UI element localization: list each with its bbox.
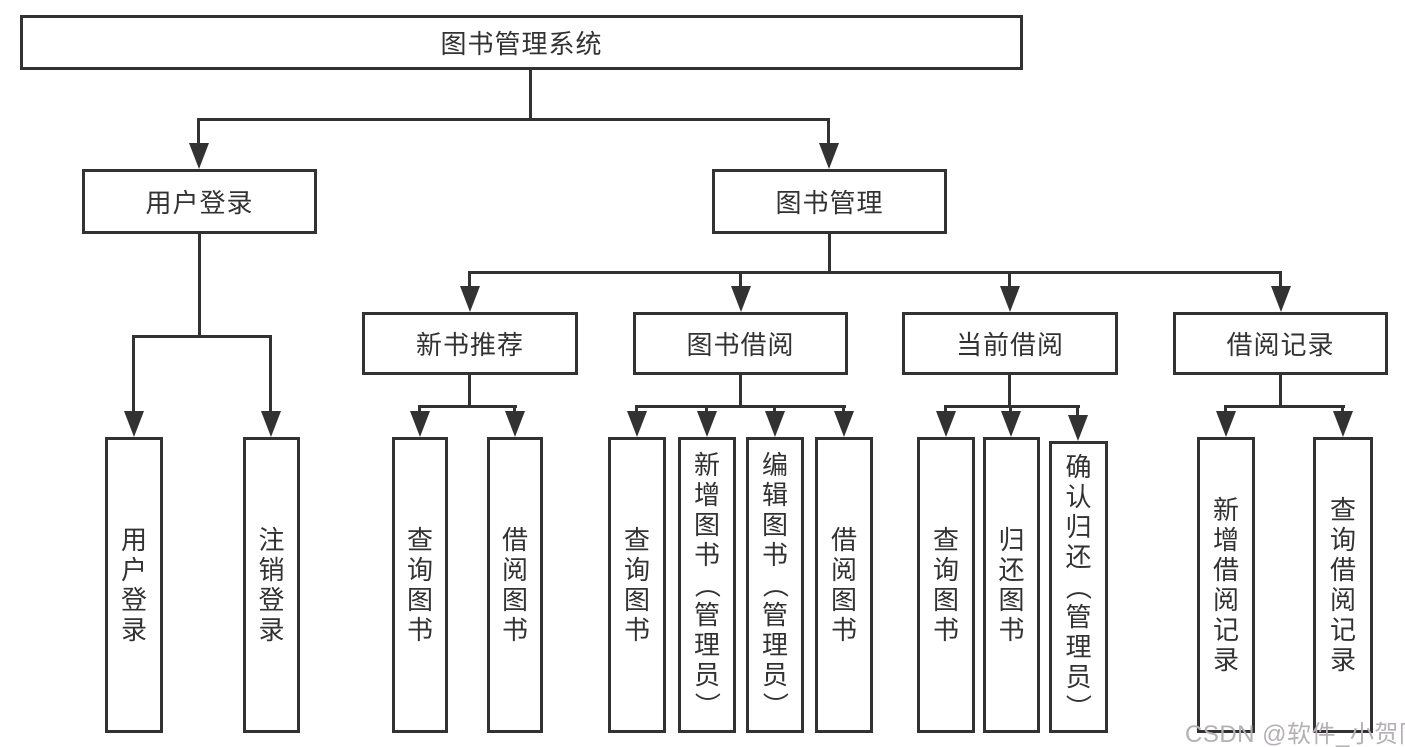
connector-vline (1279, 375, 1282, 407)
node-label: 新书推荐 (415, 330, 524, 360)
node-label: 查询图书 (406, 525, 433, 645)
watermark: CSDN @软件_小贺同学 (1185, 721, 1405, 747)
connector-vline (468, 375, 471, 407)
connector-vline (827, 118, 830, 145)
arrowhead-down (1001, 411, 1021, 437)
node-label: 借阅图书 (501, 525, 528, 645)
node-bor-query-books: 查询图书 (608, 437, 666, 733)
connector-vline (1341, 405, 1344, 413)
connector-vline (197, 118, 200, 145)
connector-hline (1224, 405, 1345, 408)
connector-hline (132, 335, 272, 338)
connector-vline (739, 375, 742, 407)
arrowhead-down (1068, 415, 1088, 441)
node-library-system-root: 图书管理系统 (20, 15, 1023, 70)
node-label: 图书管理系统 (440, 29, 603, 59)
node-label: 查询图书 (932, 525, 959, 645)
node-label: 查询借阅记录 (1329, 495, 1356, 675)
node-cur-confirm-return-admin: 确认归还（管理员） (1049, 441, 1108, 733)
arrowhead-down (731, 286, 751, 312)
connector-hline (468, 271, 1282, 274)
arrowhead-down (410, 411, 430, 437)
arrowhead-down (505, 411, 525, 437)
node-current-borrowing: 当前借阅 (902, 312, 1118, 375)
node-bor-add-books-admin: 新增图书（管理员） (678, 437, 736, 733)
connector-vline (1279, 271, 1282, 288)
node-book-borrowing: 图书借阅 (633, 312, 848, 375)
connector-vline (132, 335, 135, 413)
node-label: 注销登录 (258, 525, 285, 645)
node-rec-borrow-books: 借阅图书 (487, 437, 543, 733)
node-cur-return-books: 归还图书 (983, 437, 1040, 733)
arrowhead-down (1271, 286, 1291, 312)
arrowhead-down (189, 143, 209, 169)
node-bor-borrow-books: 借阅图书 (815, 437, 873, 733)
connector-vline (418, 405, 421, 413)
node-label: 用户登录 (120, 525, 147, 645)
arrowhead-down (124, 411, 144, 437)
connector-vline (468, 271, 471, 288)
connector-vline (269, 335, 272, 413)
connector-vline (944, 405, 947, 413)
connector-vline (773, 405, 776, 413)
connector-vline (842, 405, 845, 413)
node-bor-edit-books-admin: 编辑图书（管理员） (746, 437, 804, 733)
connector-vline (828, 234, 831, 274)
node-leaf-user-login: 用户登录 (105, 437, 163, 733)
node-leaf-logout: 注销登录 (243, 437, 300, 733)
connector-vline (1076, 405, 1079, 417)
connector-vline (1224, 405, 1227, 413)
arrowhead-down (627, 411, 647, 437)
connector-vline (635, 405, 638, 413)
arrowhead-down (1333, 411, 1353, 437)
node-label: 编辑图书（管理员） (759, 450, 790, 719)
node-label: 图书借阅 (686, 330, 795, 360)
node-label: 借阅记录 (1226, 330, 1335, 360)
node-borrowing-records: 借阅记录 (1173, 312, 1388, 375)
connector-vline (1008, 271, 1011, 288)
connector-hline (635, 405, 846, 408)
node-log-add-record: 新增借阅记录 (1197, 437, 1255, 733)
connector-vline (1009, 405, 1012, 413)
connector-hline (418, 405, 517, 408)
node-cur-query-books: 查询图书 (917, 437, 975, 733)
node-label: 用户登录 (145, 188, 254, 218)
node-label: 新增图书（管理员） (691, 450, 722, 719)
connector-hline (197, 118, 830, 121)
node-label: 确认归还（管理员） (1063, 452, 1094, 721)
connector-vline (1008, 375, 1011, 407)
arrowhead-down (460, 286, 480, 312)
arrowhead-down (1000, 286, 1020, 312)
node-book-management-branch: 图书管理 (712, 169, 947, 234)
arrowhead-down (261, 411, 281, 437)
node-label: 借阅图书 (830, 525, 857, 645)
node-user-login-branch: 用户登录 (82, 169, 317, 234)
arrowhead-down (834, 411, 854, 437)
arrowhead-down (765, 411, 785, 437)
node-label: 归还图书 (998, 525, 1025, 645)
connector-vline (198, 234, 201, 337)
node-new-book-recommend: 新书推荐 (362, 312, 578, 375)
node-label: 当前借阅 (955, 330, 1064, 360)
node-label: 新增借阅记录 (1212, 495, 1239, 675)
arrowhead-down (819, 143, 839, 169)
node-rec-query-books: 查询图书 (392, 437, 448, 733)
connector-vline (739, 271, 742, 288)
connector-vline (513, 405, 516, 413)
arrowhead-down (936, 411, 956, 437)
arrowhead-down (697, 411, 717, 437)
node-label: 图书管理 (775, 188, 884, 218)
node-log-query-record: 查询借阅记录 (1313, 437, 1373, 733)
connector-hline (944, 405, 1080, 408)
connector-vline (529, 70, 532, 121)
connector-vline (705, 405, 708, 413)
node-label: 查询图书 (623, 525, 650, 645)
arrowhead-down (1216, 411, 1236, 437)
